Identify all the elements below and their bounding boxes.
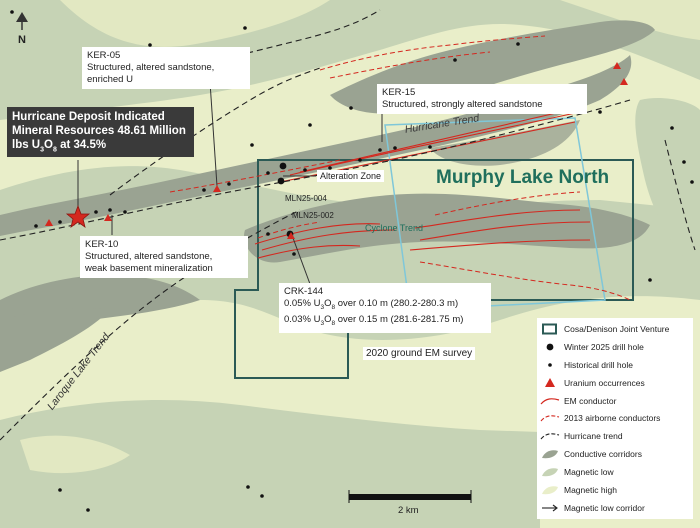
scale-label: 2 km	[398, 505, 419, 516]
ker15-callout: KER-15 Structured, strongly altered sand…	[377, 84, 587, 114]
joint-venture-box-icon	[539, 322, 561, 336]
magnetic-low-area	[20, 435, 130, 474]
legend-item: Winter 2025 drill hole	[537, 338, 693, 356]
north-label: N	[18, 34, 26, 46]
ker05-line2: enriched U	[87, 74, 133, 85]
uranium-occurrences	[45, 62, 628, 239]
pale-yellow-patch-icon	[539, 483, 561, 497]
ker10-line1: Structured, altered sandstone,	[85, 251, 213, 262]
ker05-line1: Structured, altered sandstone,	[87, 62, 215, 73]
em-survey-boundary	[384, 117, 606, 311]
conductive-corridor	[0, 55, 632, 236]
legend-label: 2013 airborne conductors	[564, 413, 661, 424]
airborne-conductor	[329, 51, 491, 79]
ker05-callout: KER-05 Structured, altered sandstone, en…	[82, 47, 250, 89]
em-survey-label: 2020 ground EM survey	[363, 347, 476, 360]
hurricane-trend-line	[664, 139, 696, 251]
legend-item: Magnetic low corridor	[537, 499, 693, 517]
conductive-corridor	[0, 308, 110, 372]
legend-item: Hurricane trend	[537, 427, 693, 445]
arrow-line-icon	[539, 501, 561, 515]
em-conductor	[257, 244, 361, 259]
scale-bar	[349, 494, 471, 500]
joint-venture-boundary	[234, 159, 634, 379]
hurricane-trend-line	[0, 209, 301, 441]
magnetic-low-area	[60, 0, 330, 47]
legend-label: EM conductor	[564, 395, 617, 406]
em-conductor	[414, 209, 581, 229]
deposit-title: Hurricane Deposit	[12, 111, 112, 123]
ker15-line1: Structured, strongly altered sandstone	[382, 99, 543, 110]
magnetic-low-area	[635, 98, 700, 270]
mln25-004-label: MLN25-004	[285, 194, 327, 203]
gray-green-patch-icon	[539, 465, 561, 479]
ker05-id: KER-05	[87, 50, 121, 61]
crk144-row2: 0.03% U3O8 over 0.15 m (281.6-281.75 m)	[284, 313, 464, 327]
legend-label: Cosa/Denison Joint Venture	[564, 323, 670, 334]
magnetic-low-area	[560, 0, 700, 40]
legend-item: Historical drill hole	[537, 356, 693, 374]
north-arrow-icon	[16, 12, 28, 30]
murphy-lake-north-label: Murphy Lake North	[436, 167, 610, 188]
ker10-line2: weak basement mineralization	[85, 263, 213, 274]
airborne-conductor	[169, 159, 341, 193]
em-conductor	[409, 239, 591, 251]
em-conductor	[254, 223, 381, 245]
crk144-callout: CRK-144 0.05% U3O8 over 0.10 m (280.2-28…	[279, 283, 491, 333]
dark-gray-patch-icon	[539, 447, 561, 461]
airborne-conductor	[257, 221, 321, 239]
legend-label: Uranium occurrences	[564, 377, 645, 388]
legend-item: Conductive corridors	[537, 445, 693, 463]
ker15-id: KER-15	[382, 87, 416, 98]
small-dot-icon	[539, 358, 561, 372]
ker10-id: KER-10	[85, 239, 119, 250]
legend-label: Conductive corridors	[564, 449, 642, 460]
legend-label: Hurricane trend	[564, 431, 623, 442]
hurricane-trend-line	[119, 9, 381, 81]
mln25-002-label: MLN25-002	[292, 211, 334, 220]
em-conductor	[279, 121, 576, 183]
em-conductor	[419, 221, 591, 241]
alteration-zone-label: Alteration Zone	[317, 170, 385, 182]
deposit-subtitle: Indicated Mineral Resources	[12, 111, 165, 137]
legend-label: Magnetic low	[564, 467, 614, 478]
legend-item: Cosa/Denison Joint Venture	[537, 320, 693, 338]
red-triangle-icon	[539, 376, 561, 390]
deposit-star-icon	[65, 204, 91, 228]
hurricane-trend-line	[109, 67, 321, 196]
conductive-corridor	[430, 120, 580, 166]
red-line-icon	[539, 394, 561, 408]
legend-item: EM conductor	[537, 392, 693, 410]
legend-label: Magnetic low corridor	[564, 502, 645, 513]
black-dashed-line-icon	[539, 429, 561, 443]
airborne-conductor	[419, 261, 631, 301]
airborne-conductor	[434, 191, 581, 216]
legend-label: Magnetic high	[564, 484, 617, 495]
cyclone-trend-label: Cyclone Trend	[365, 223, 424, 233]
crk144-id: CRK-144	[284, 286, 324, 297]
legend-label: Winter 2025 drill hole	[564, 341, 644, 352]
legend-item: Uranium occurrences	[537, 374, 693, 392]
crk144-row1: 0.05% U3O8 over 0.10 m (280.2-280.3 m)	[284, 298, 459, 311]
red-dashed-line-icon	[539, 411, 561, 425]
black-dot-icon	[539, 340, 561, 354]
legend-item: Magnetic low	[537, 463, 693, 481]
legend-label: Historical drill hole	[564, 359, 633, 370]
legend-item: Magnetic high	[537, 481, 693, 499]
ker10-callout: KER-10 Structured, altered sandstone, we…	[80, 236, 248, 278]
airborne-conductor	[319, 35, 546, 71]
legend-item: 2013 airborne conductors	[537, 409, 693, 427]
deposit-callout: Hurricane Deposit Indicated Mineral Reso…	[7, 107, 194, 157]
deposit-resource: 48.61 Million lbs U3O8 at 34.5%	[12, 125, 186, 154]
em-conductor	[261, 229, 396, 251]
